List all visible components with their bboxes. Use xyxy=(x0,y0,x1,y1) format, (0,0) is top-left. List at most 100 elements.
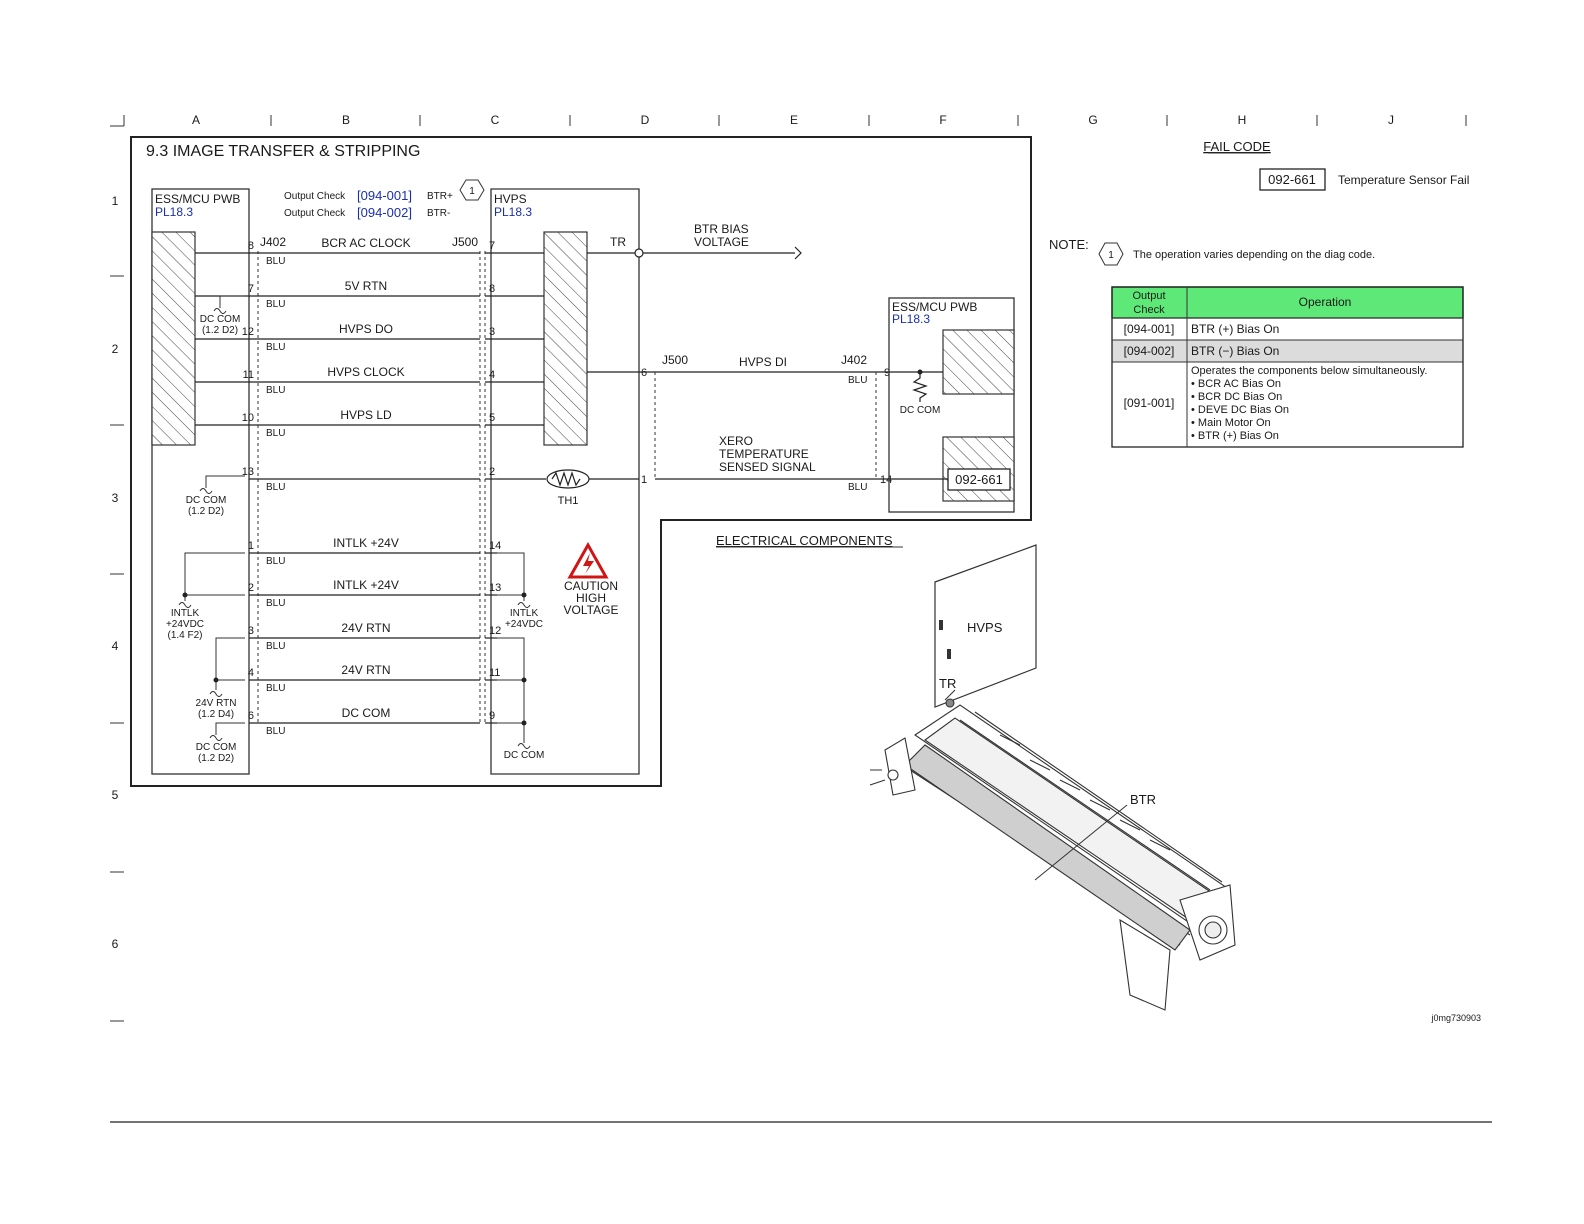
left-pin: 4 xyxy=(248,667,254,679)
svg-text:Operation: Operation xyxy=(1299,295,1352,309)
left-connector-label: J402 xyxy=(260,235,286,249)
table-cell: [094-002] xyxy=(1124,344,1175,358)
table-cell: BTR (+) Bias On xyxy=(1191,322,1279,336)
svg-text:NOTE:: NOTE: xyxy=(1049,237,1089,252)
svg-text:(1.2 D2): (1.2 D2) xyxy=(198,753,234,764)
signal-name: HVPS LD xyxy=(340,408,392,422)
right-pin: 4 xyxy=(489,369,495,381)
svg-text:INTLK: INTLK xyxy=(171,608,200,619)
svg-text:INTLK: INTLK xyxy=(510,608,539,619)
svg-text:DC COM: DC COM xyxy=(900,405,941,416)
wire-color: BLU xyxy=(266,482,285,493)
svg-text:TR: TR xyxy=(939,676,956,691)
svg-text:VOLTAGE: VOLTAGE xyxy=(564,603,619,617)
fail-code-panel: FAIL CODE 092-661 Temperature Sensor Fai… xyxy=(1203,139,1469,191)
row-label: 1 xyxy=(112,194,119,208)
svg-text:(1.4 F2): (1.4 F2) xyxy=(167,630,202,641)
hvps-board-ref: PL18.3 xyxy=(494,205,532,219)
hvps-connector-label: J500 xyxy=(452,235,478,249)
svg-text:BTR BIAS: BTR BIAS xyxy=(694,222,749,236)
svg-text:VOLTAGE: VOLTAGE xyxy=(694,235,749,249)
svg-text:HVPS: HVPS xyxy=(967,620,1003,635)
svg-text:TEMPERATURE: TEMPERATURE xyxy=(719,447,809,461)
wire-color: BLU xyxy=(266,385,285,396)
svg-text:XERO: XERO xyxy=(719,434,753,448)
svg-text:6: 6 xyxy=(641,367,647,379)
svg-text:DC COM: DC COM xyxy=(196,742,237,753)
wire-color: BLU xyxy=(266,342,285,353)
components-heading: ELECTRICAL COMPONENTS xyxy=(716,533,893,548)
note-marker-icon xyxy=(1098,242,1124,266)
row-label: 2 xyxy=(112,342,119,356)
hvps-references: INTLK +24VDC DC COM xyxy=(497,552,544,761)
svg-text:BLU: BLU xyxy=(848,482,867,493)
col-label: F xyxy=(939,113,946,127)
left-pin: 7 xyxy=(248,283,254,295)
svg-text:HVPS: HVPS xyxy=(494,192,527,206)
left-pin: 10 xyxy=(242,412,254,424)
signal-name: HVPS CLOCK xyxy=(327,365,404,379)
col-label: H xyxy=(1238,113,1247,127)
output-check-code: [094-001] xyxy=(357,188,412,203)
right-pin: 7 xyxy=(489,240,495,252)
wire-color: BLU xyxy=(266,256,285,267)
left-pin: 8 xyxy=(248,240,254,252)
svg-text:DC COM: DC COM xyxy=(200,314,241,325)
image-id: j0mg730903 xyxy=(1430,1013,1481,1023)
row-label: 5 xyxy=(112,788,119,802)
svg-text:HVPS DI: HVPS DI xyxy=(739,355,787,369)
svg-text:DC COM: DC COM xyxy=(186,495,227,506)
svg-text:Check: Check xyxy=(1133,304,1165,316)
right-board-ref: PL18.3 xyxy=(892,312,930,326)
table-cell: [094-001] xyxy=(1124,322,1175,336)
signal-name: HVPS DO xyxy=(339,322,393,336)
right-pin: 8 xyxy=(489,283,495,295)
svg-text:(1.2 D2): (1.2 D2) xyxy=(188,506,224,517)
row-label: 4 xyxy=(112,639,119,653)
svg-text:Output: Output xyxy=(1132,290,1165,302)
svg-text:J500: J500 xyxy=(662,353,688,367)
signal-name: 24V RTN xyxy=(341,621,390,635)
left-pin: 2 xyxy=(248,582,254,594)
signal-name: INTLK +24V xyxy=(333,578,399,592)
col-label: A xyxy=(192,113,200,127)
right-pin: 5 xyxy=(489,412,495,424)
svg-text:TH1: TH1 xyxy=(558,495,579,507)
left-pin: 1 xyxy=(248,540,254,552)
right-pin: 12 xyxy=(489,625,501,637)
wire-color: BLU xyxy=(266,428,285,439)
table-cell: • Main Motor On xyxy=(1191,417,1271,429)
svg-text:24V RTN: 24V RTN xyxy=(196,698,237,709)
row-label: 6 xyxy=(112,937,119,951)
col-label: D xyxy=(641,113,650,127)
wire-color: BLU xyxy=(266,641,285,652)
signal-name: 5V RTN xyxy=(345,279,387,293)
fail-code: 092-661 xyxy=(1268,172,1316,187)
svg-text:+24VDC: +24VDC xyxy=(166,619,204,630)
svg-text:Output Check: Output Check xyxy=(284,191,346,202)
right-pin: 2 xyxy=(489,466,495,478)
right-pin: 11 xyxy=(489,667,500,679)
left-board: ESS/MCU PWB PL18.3 J402 xyxy=(151,188,286,775)
svg-text:SENSED SIGNAL: SENSED SIGNAL xyxy=(719,460,816,474)
table-cell: • DEVE DC Bias On xyxy=(1191,404,1289,416)
right-pin: 9 xyxy=(489,710,495,722)
btr-bias-output: BTR BIAS VOLTAGE xyxy=(587,222,802,260)
svg-text:BTR-: BTR- xyxy=(427,208,450,219)
tr-output-label: TR xyxy=(610,235,626,249)
col-label: J xyxy=(1388,113,1394,127)
svg-text:BTR: BTR xyxy=(1130,792,1156,807)
wire-color: BLU xyxy=(266,726,285,737)
svg-text:14: 14 xyxy=(880,474,892,486)
diagram-frame xyxy=(130,136,1032,787)
svg-text:CAUTION: CAUTION xyxy=(564,579,618,593)
signal-name: BCR AC CLOCK xyxy=(321,236,410,250)
left-pin: 6 xyxy=(248,710,254,722)
svg-text:(1.2 D2): (1.2 D2) xyxy=(202,325,238,336)
signal-name: DC COM xyxy=(342,706,391,720)
table-cell: [091-001] xyxy=(1124,396,1175,410)
thermistor: TH1 xyxy=(497,469,639,507)
svg-text:HIGH: HIGH xyxy=(576,591,606,605)
col-label: B xyxy=(342,113,350,127)
